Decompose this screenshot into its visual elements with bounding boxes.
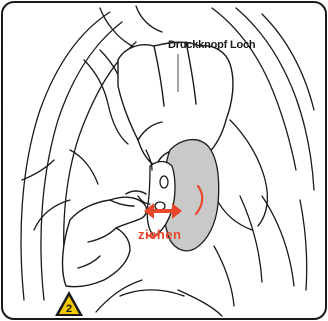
step-warning-badge: 2 bbox=[54, 290, 84, 317]
step-number: 2 bbox=[66, 303, 72, 315]
snap-button-hole-label: Druckknopf Loch bbox=[168, 39, 255, 51]
pull-instruction-label: ziehen bbox=[138, 227, 181, 242]
